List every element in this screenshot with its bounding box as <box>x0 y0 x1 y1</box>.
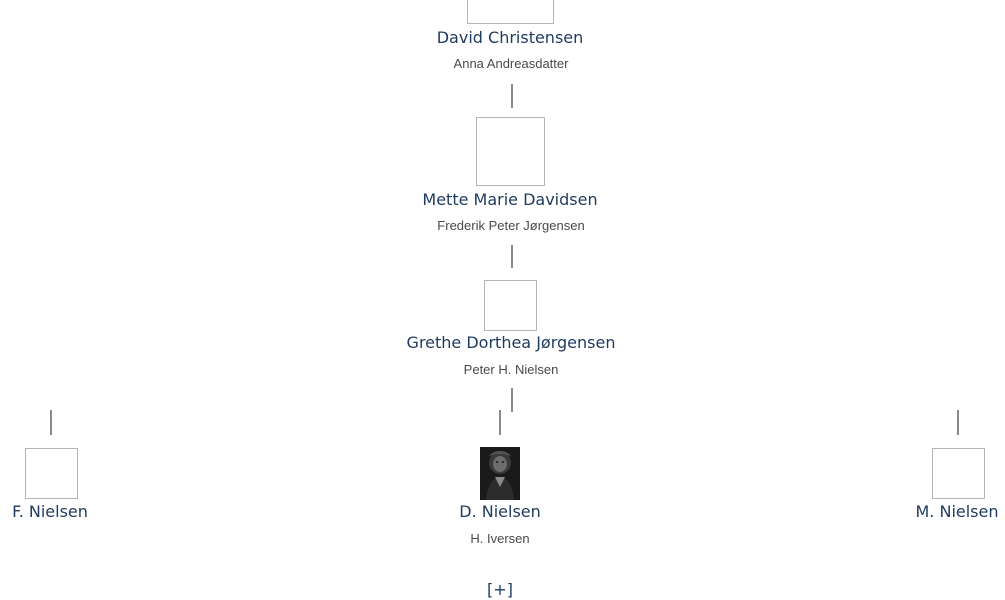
photo-placeholder[interactable] <box>25 448 78 499</box>
connector-line <box>511 245 513 268</box>
spouse-name[interactable]: Anna Andreasdatter <box>453 56 569 71</box>
person-name[interactable]: M. Nielsen <box>915 502 999 521</box>
photo-placeholder[interactable] <box>484 280 537 331</box>
connector-line <box>511 388 513 412</box>
connector-line <box>957 410 959 435</box>
spouse-name[interactable]: Peter H. Nielsen <box>463 362 559 377</box>
person-name[interactable]: Grethe Dorthea Jørgensen <box>406 333 616 352</box>
expand-button[interactable]: [+] <box>487 580 513 599</box>
spouse-name[interactable]: Frederik Peter Jørgensen <box>437 218 585 233</box>
person-name[interactable]: D. Nielsen <box>459 502 541 521</box>
spouse-name[interactable]: H. Iversen <box>470 531 530 546</box>
photo-placeholder[interactable] <box>932 448 985 499</box>
connector-line <box>50 410 52 435</box>
person-name[interactable]: F. Nielsen <box>12 502 88 521</box>
person-name[interactable]: Mette Marie Davidsen <box>422 190 598 209</box>
connector-line <box>499 410 501 435</box>
photo-placeholder[interactable] <box>476 117 545 186</box>
person-name[interactable]: David Christensen <box>436 28 584 47</box>
portrait-photo[interactable] <box>480 447 520 500</box>
connector-line <box>511 84 513 108</box>
